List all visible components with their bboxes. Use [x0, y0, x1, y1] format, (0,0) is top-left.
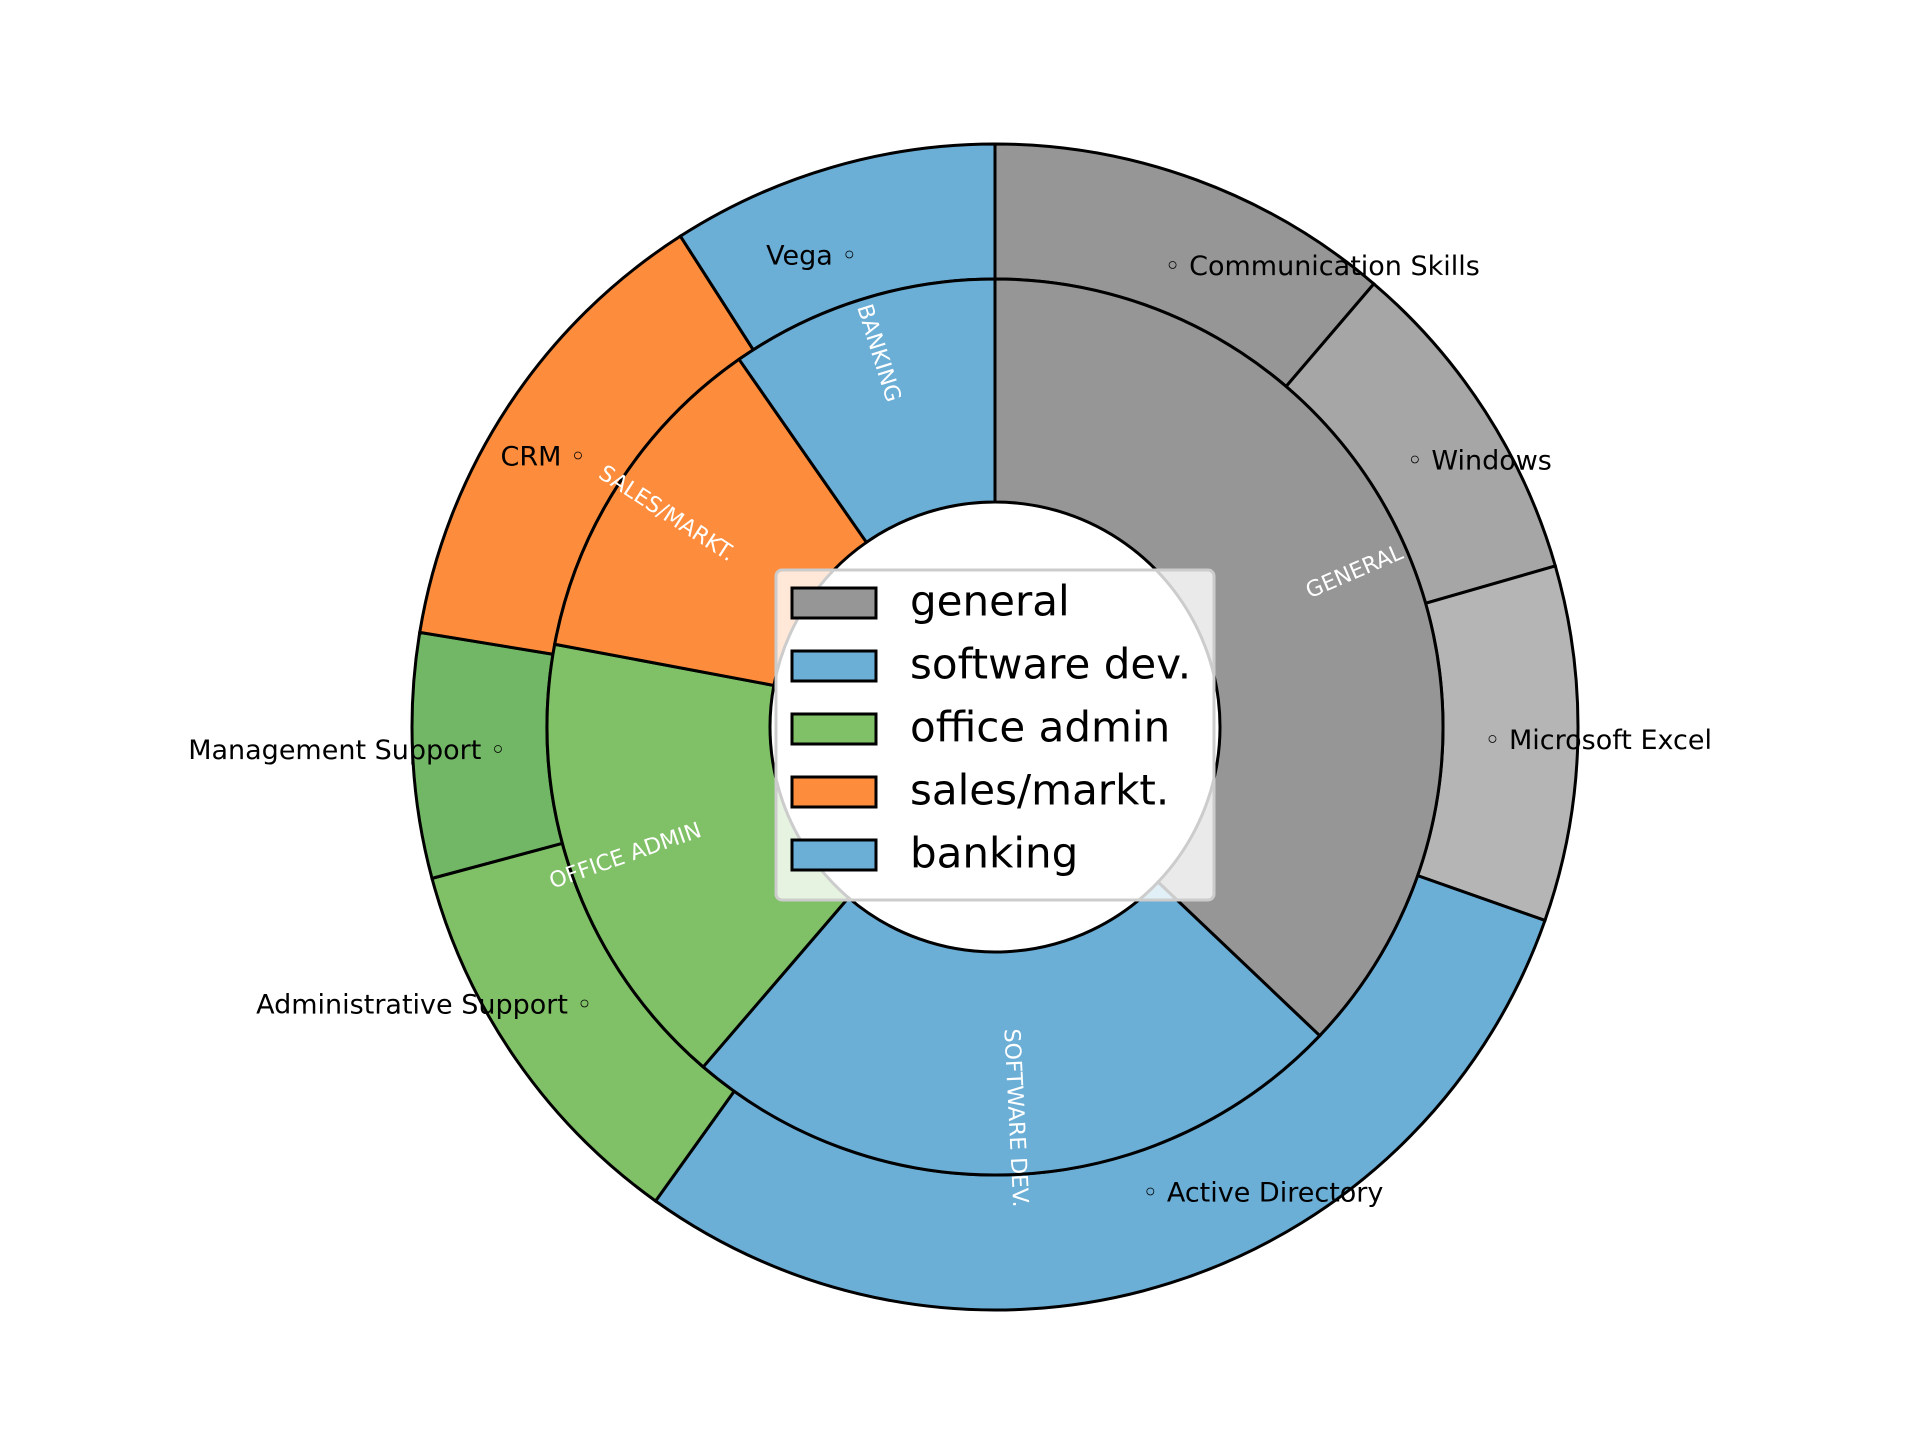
legend-label-office-admin: office admin — [910, 703, 1170, 752]
outer-label-administrative-support: Administrative Support ◦ — [256, 989, 592, 1020]
legend-swatch-general — [790, 586, 878, 620]
outer-label-management-support: Management Support ◦ — [188, 735, 506, 766]
outer-label-microsoft-excel: ◦ Microsoft Excel — [1485, 725, 1712, 756]
outer-ring — [410, 142, 1580, 1312]
legend-label-software-dev: software dev. — [910, 640, 1191, 689]
legend-label-sales-markt: sales/markt. — [910, 766, 1169, 815]
legend-box — [774, 568, 1216, 902]
inner-ring — [545, 277, 1445, 1177]
inner-slice-software-dev — [701, 879, 1322, 1177]
legend-swatch-office-admin — [790, 712, 878, 746]
outer-labels: ◦ Communication Skills ◦ Windows ◦ Microso… — [188, 241, 1712, 1209]
inner-slice-banking — [736, 277, 997, 545]
outer-label-communication-skills: ◦ Communication Skills — [1165, 251, 1480, 282]
outer-label-windows: ◦ Windows — [1407, 446, 1552, 477]
legend-swatch-software-dev — [790, 649, 878, 683]
legend-swatch-sales-markt — [790, 775, 878, 809]
legend-label-general: general — [910, 577, 1070, 626]
legend: general software dev. office admin sales/ma… — [774, 568, 1216, 902]
outer-label-crm: CRM ◦ — [500, 441, 585, 472]
legend-swatch-banking — [790, 838, 878, 872]
outer-label-vega: Vega ◦ — [766, 241, 857, 272]
outer-label-active-directory: ◦ Active Directory — [1142, 1178, 1383, 1209]
legend-label-banking: banking — [910, 829, 1078, 878]
